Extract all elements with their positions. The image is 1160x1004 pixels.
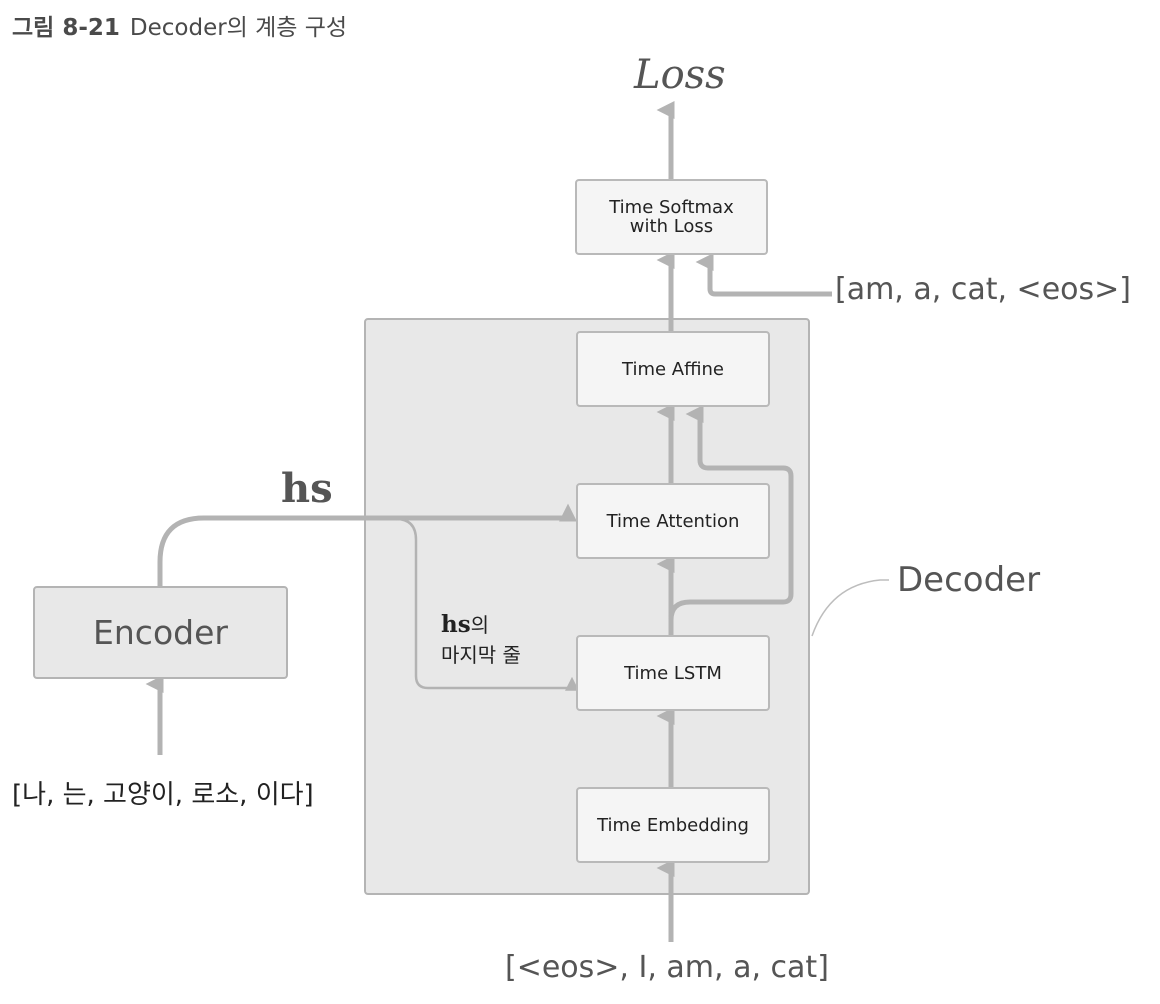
time-affine-layer: Time Affine <box>576 331 770 407</box>
decoder-input-sequence: [<eos>, I, am, a, cat] <box>505 950 829 985</box>
hs-last-row-bold: hs <box>441 611 471 638</box>
arrow-hs-to-attention <box>157 503 577 586</box>
decoder-label: Decoder <box>897 560 1041 600</box>
arrow-target-to-softmax <box>695 253 832 297</box>
figure-caption: 그림 8-21 Decoder의 계층 구성 <box>12 8 347 42</box>
loss-label: Loss <box>634 52 726 98</box>
figure-number: 그림 8-21 <box>12 15 120 41</box>
time-softmax-with-loss-layer: Time Softmax with Loss <box>575 179 768 255</box>
time-attention-layer: Time Attention <box>576 483 770 559</box>
decoder-label-leader <box>811 579 889 637</box>
hs-last-row-suffix: 의 <box>470 613 490 637</box>
hs-label: hs <box>281 465 333 512</box>
time-lstm-layer: Time LSTM <box>576 635 770 711</box>
encoder-input-sequence: [나, 는, 고양이, 로소, 이다] <box>12 780 314 810</box>
hs-last-row-line2: 마지막 줄 <box>441 643 521 667</box>
target-sequence: [am, a, cat, <eos>] <box>835 272 1131 307</box>
arrow-hs-last-to-lstm <box>395 517 579 691</box>
arrow-lstm-skip-to-affine <box>668 405 794 621</box>
figure-title: Decoder의 계층 구성 <box>129 15 348 41</box>
time-embedding-layer: Time Embedding <box>576 787 770 863</box>
encoder-block: Encoder <box>33 586 288 679</box>
